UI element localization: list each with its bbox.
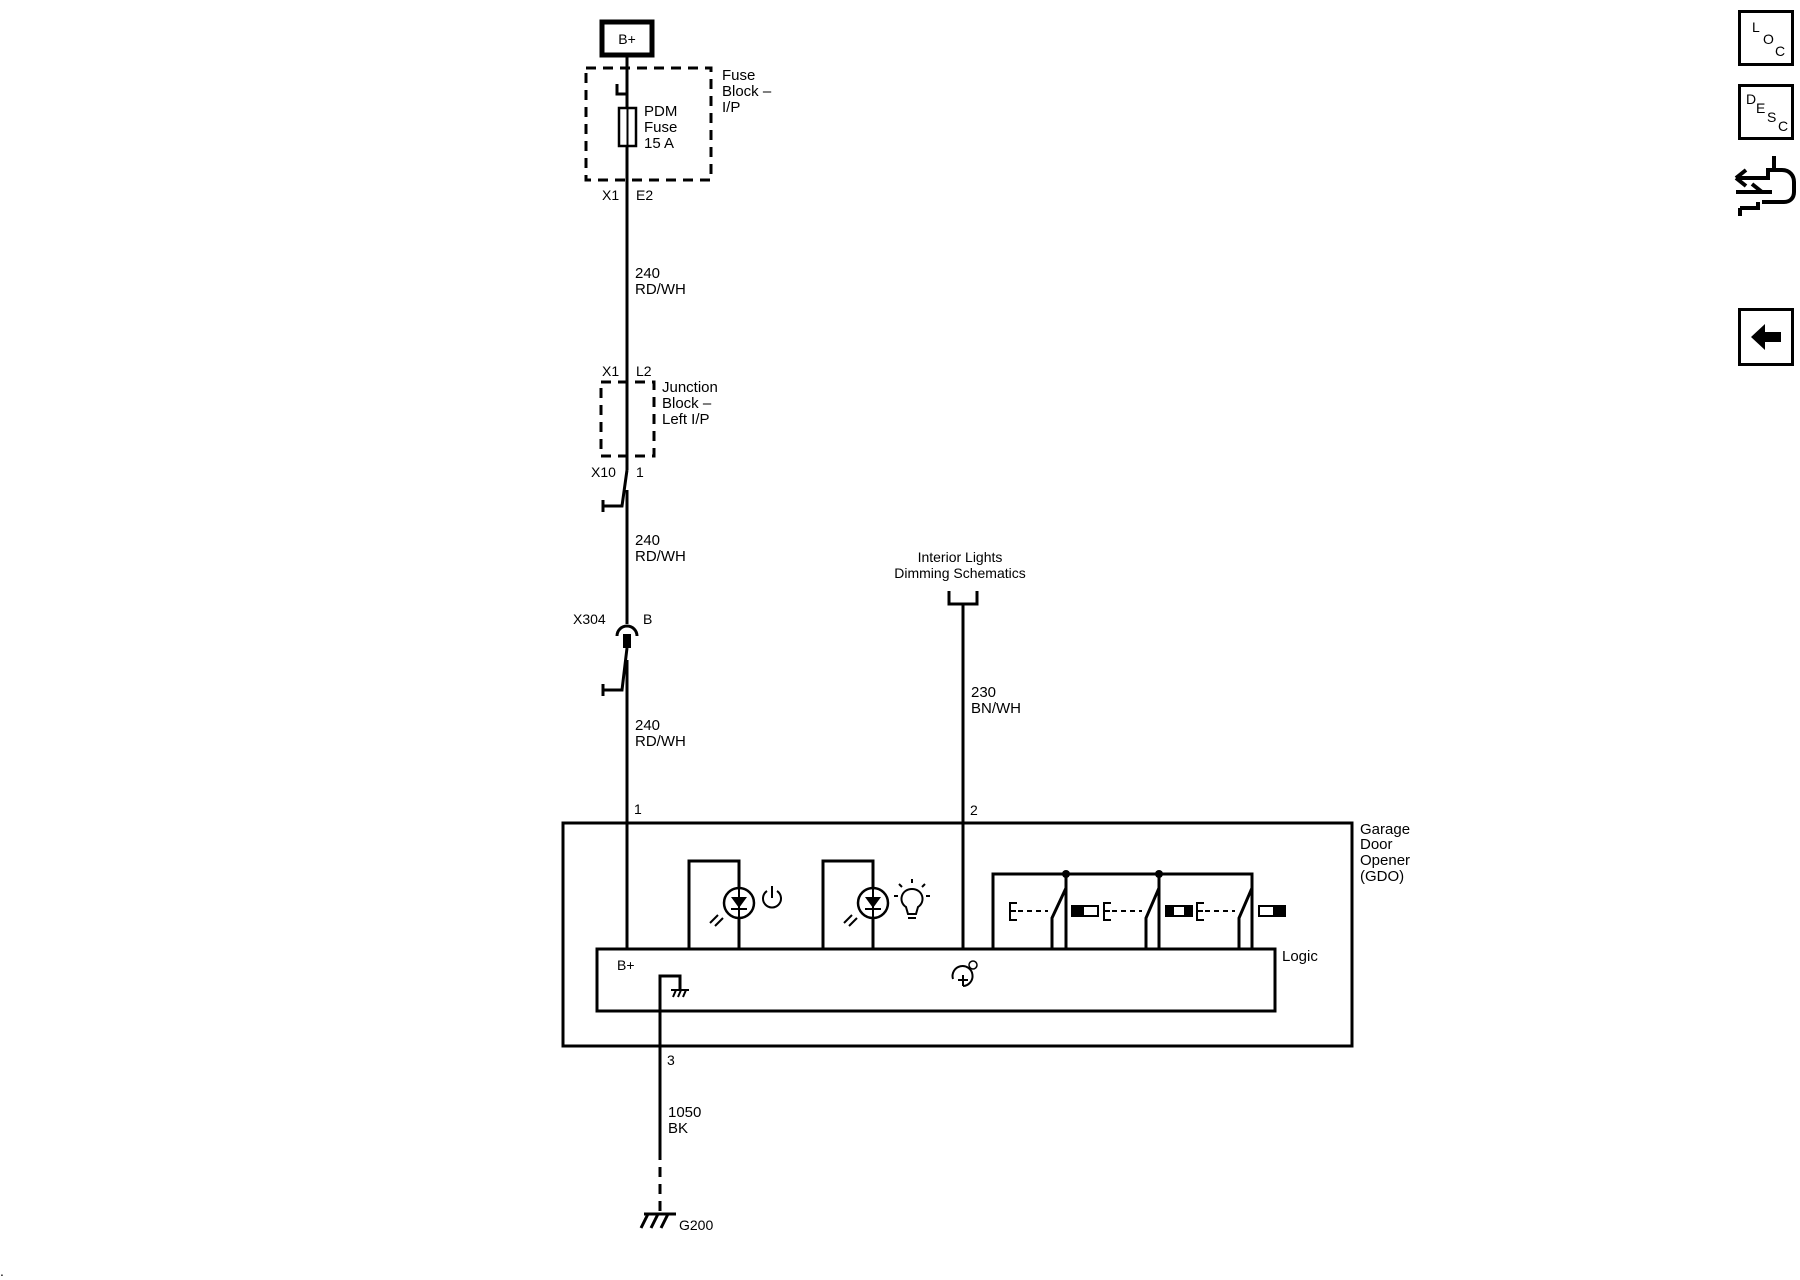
junction-name-2: Block – <box>662 395 712 412</box>
wire-230-color: BN/WH <box>971 700 1021 717</box>
switch-2 <box>1103 874 1193 949</box>
gdo-name-4: (GDO) <box>1360 868 1404 885</box>
x304-pin: B <box>643 611 652 627</box>
desc-letter-d: D <box>1746 91 1757 107</box>
wire-240-b-color: RD/WH <box>635 548 686 565</box>
switch-1 <box>1009 874 1099 949</box>
wire-1050-circuit: 1050 <box>668 1104 701 1121</box>
junction-block: X1 L2 Junction Block – Left I/P X10 1 <box>591 363 718 512</box>
loc-letter-o: O <box>1763 31 1774 47</box>
junction-in-pin: L2 <box>636 363 652 379</box>
x304-name: X304 <box>573 611 606 627</box>
fuse-block: PDM Fuse 15 A Fuse Block – I/P X1 E2 <box>584 66 772 203</box>
junction-name-3: Left I/P <box>662 411 710 428</box>
junction-out-pin: 1 <box>636 464 644 480</box>
ground-name: G200 <box>679 1217 713 1233</box>
wire-240-a-color: RD/WH <box>635 281 686 298</box>
description-button[interactable]: D E S C <box>1738 84 1794 140</box>
desc-letter-s: S <box>1767 109 1777 125</box>
wire-240-a-circuit: 240 <box>635 265 660 282</box>
gdo-pin-1: 1 <box>634 801 642 817</box>
fuse-label-1: PDM <box>644 103 677 120</box>
fuse-block-name-1: Fuse <box>722 67 755 84</box>
fuse-block-connector: X1 <box>602 187 619 203</box>
ground-g200: G200 <box>639 1212 713 1233</box>
gdo-name-2: Door <box>1360 836 1393 853</box>
power-label: B+ <box>618 31 636 47</box>
connector-hand-icon <box>1734 156 1796 216</box>
interior-lights-line-1: Interior Lights <box>918 549 1003 565</box>
switch-3 <box>1196 874 1286 949</box>
fuse-label-3: 15 A <box>644 135 674 152</box>
fuse-label-2: Fuse <box>644 119 677 136</box>
location-button[interactable]: L O C <box>1738 10 1794 66</box>
gdo-pin-3: 3 <box>667 1052 675 1068</box>
wire-240-b-circuit: 240 <box>635 532 660 549</box>
junction-out-connector: X10 <box>591 464 616 480</box>
logic-board <box>595 947 1277 1013</box>
interior-lights-reference: Interior Lights Dimming Schematics 230 B… <box>894 549 1026 955</box>
desc-letter-e: E <box>1756 100 1766 116</box>
gdo-name-1: Garage <box>1360 821 1410 838</box>
garage-door-opener: 1 2 Garage Door Opener (GDO) Logic B+ <box>561 801 1410 1048</box>
wire-230-circuit: 230 <box>971 684 996 701</box>
junction-in-connector: X1 <box>602 363 619 379</box>
interior-lights-line-2: Dimming Schematics <box>894 565 1025 581</box>
loc-letter-c: C <box>1775 43 1786 59</box>
fuse-block-name-2: Block – <box>722 83 772 100</box>
junction-name-1: Junction <box>662 379 718 396</box>
logic-bplus-label: B+ <box>617 957 635 973</box>
wire-240-c-circuit: 240 <box>635 717 660 734</box>
light-bulb-icon <box>894 879 930 919</box>
wire-1050-color: BK <box>668 1120 688 1137</box>
power-source: B+ <box>599 19 655 58</box>
inline-connector-x304: X304 B <box>573 611 652 696</box>
loc-letter-l: L <box>1752 19 1760 35</box>
gdo-pin-2: 2 <box>970 802 978 818</box>
back-button[interactable] <box>1738 308 1794 366</box>
arrow-left-icon <box>1751 324 1781 350</box>
wire-240-c-color: RD/WH <box>635 733 686 750</box>
desc-letter-c: C <box>1778 118 1789 134</box>
connector-view-button[interactable] <box>1732 150 1798 224</box>
logic-label: Logic <box>1282 948 1318 965</box>
power-symbol-icon <box>762 886 782 909</box>
fuse-block-name-3: I/P <box>722 99 740 116</box>
gdo-name-3: Opener <box>1360 852 1410 869</box>
fuse-block-pin: E2 <box>636 187 653 203</box>
dimming-input-icon <box>951 960 978 987</box>
corner-mark: . <box>0 1263 4 1279</box>
